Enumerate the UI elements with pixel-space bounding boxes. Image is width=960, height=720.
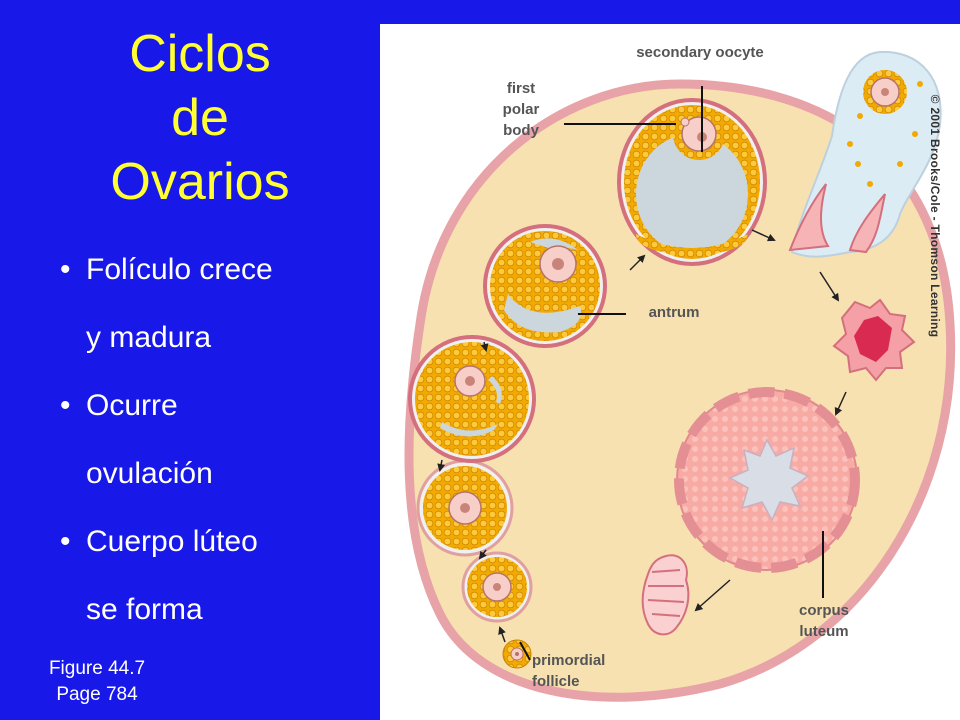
label-line: polar bbox=[502, 101, 540, 118]
bullet-list: Folículo crece y madura Ocurre ovulación… bbox=[60, 236, 386, 644]
label-secondary-oocyte: secondary oocyte bbox=[636, 44, 764, 61]
label-line: first bbox=[506, 80, 536, 97]
bullet-text: ovulación bbox=[86, 457, 213, 490]
label-line: corpus bbox=[798, 602, 849, 619]
figure-number: Figure 44.7 bbox=[48, 658, 146, 679]
bullet-text: y madura bbox=[86, 321, 212, 354]
copyright-notice: © 2001 Brooks/Cole - Thomson Learning bbox=[928, 94, 942, 338]
ovarian-cycle-figure: secondary oocyte first polar body antrum… bbox=[380, 24, 960, 720]
label-line: body bbox=[503, 122, 539, 139]
label-first-polar-body: first polar body bbox=[480, 78, 562, 141]
ovary-diagram bbox=[404, 50, 956, 702]
bullet-text: Cuerpo lúteo bbox=[86, 525, 258, 558]
label-antrum: antrum bbox=[648, 304, 700, 321]
label-line: follicle bbox=[532, 673, 580, 690]
slide-text-panel: Ciclos de Ovarios Folículo crece y madur… bbox=[0, 0, 380, 720]
corpus-hemorrhagicum-shape bbox=[832, 298, 916, 382]
label-primordial-follicle: primordial follicle bbox=[532, 650, 652, 692]
figure-reference: Figure 44.7 Page 784 bbox=[22, 656, 172, 708]
ovulation-shape bbox=[788, 50, 942, 258]
label-leader-lines bbox=[519, 86, 824, 661]
slide-title-line: de bbox=[171, 89, 229, 147]
early-antral-follicle-shape bbox=[408, 335, 536, 463]
slide-title-line: Ovarios bbox=[110, 153, 290, 211]
bullet-item: Folículo crece y madura bbox=[60, 236, 386, 372]
corpus-luteum-shape bbox=[674, 387, 860, 573]
bullet-item: Ocurre ovulación bbox=[60, 372, 386, 508]
bullet-item: Cuerpo lúteo se forma bbox=[60, 508, 386, 644]
mature-follicle-shape bbox=[617, 98, 767, 266]
corpus-albicans-shape bbox=[641, 554, 690, 636]
primary-follicle-shape bbox=[461, 551, 533, 623]
bullet-text: Ocurre bbox=[86, 389, 178, 422]
label-line: primordial bbox=[532, 652, 606, 669]
slide-title: Ciclos de Ovarios bbox=[60, 22, 340, 214]
antral-follicle-shape bbox=[483, 224, 607, 348]
bullet-text: Folículo crece bbox=[86, 253, 273, 286]
slide-title-line: Ciclos bbox=[129, 25, 271, 83]
label-corpus-luteum: corpus luteum bbox=[784, 600, 864, 642]
page-number: Page 784 bbox=[56, 684, 138, 705]
progression-arrows bbox=[437, 229, 847, 643]
primordial-follicle-shape bbox=[502, 639, 532, 669]
bullet-text: se forma bbox=[86, 593, 203, 626]
label-line: luteum bbox=[799, 623, 849, 640]
secondary-follicle-shape bbox=[416, 459, 514, 557]
